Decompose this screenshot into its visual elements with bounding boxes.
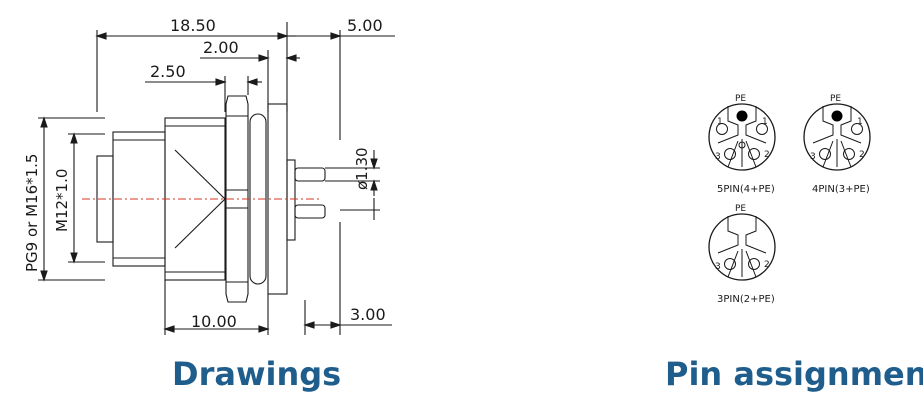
hex-chamfer-line [174, 149, 226, 200]
dim-right-label: 5.00 [347, 16, 383, 35]
thread-inner-label: M12*1.0 [53, 169, 71, 232]
pin-2 [748, 148, 760, 160]
drawings-caption: Drawings [172, 355, 342, 393]
arrow [40, 270, 48, 282]
pin-2-label: 2 [859, 150, 865, 160]
arrow [370, 158, 378, 170]
pin-3-label: 3 [715, 262, 721, 272]
keying [717, 216, 767, 278]
arrow [215, 78, 227, 86]
pin-upper [294, 167, 326, 182]
pe-label: PE [830, 94, 841, 104]
pin-2-label: 2 [764, 260, 770, 270]
arrow [277, 32, 289, 40]
pin-1-label: 1 [857, 117, 863, 127]
pin-4 [756, 123, 768, 135]
pin-3-label: 3 [715, 152, 721, 162]
pin-diagram-5pin: PE 1 1 3 2 5PIN(4+PE) [708, 94, 776, 195]
arrow [258, 325, 270, 333]
arrow [370, 179, 378, 191]
label-5pin: 5PIN(4+PE) [717, 184, 775, 195]
pin-1 [851, 123, 863, 135]
thread-outer-label: PG9 or M16*1.5 [23, 154, 41, 272]
keying [717, 106, 767, 168]
arrow [246, 78, 258, 86]
label-4pin: 4PIN(3+PE) [812, 184, 870, 195]
dim-flange-label: 2.00 [203, 38, 239, 57]
pin-2 [748, 258, 760, 270]
dim-pin-len-label: 3.00 [350, 305, 386, 324]
pin-3 [724, 258, 736, 270]
dim-overall-label: 18.50 [170, 16, 216, 35]
pin-pe [831, 110, 843, 122]
arrow [70, 252, 78, 264]
dim-pin-dia-label: ø1.30 [353, 147, 371, 190]
pe-label: PE [735, 94, 746, 104]
pin-3 [724, 148, 736, 160]
pin-diagram-4pin: PE 1 3 2 4PIN(3+PE) [803, 94, 871, 195]
connector-face [708, 213, 776, 281]
pin-assignment-caption: Pin assignment [665, 355, 923, 393]
insert [286, 159, 296, 241]
pe-label: PE [735, 204, 746, 214]
arrow [285, 54, 297, 62]
arrow [258, 54, 270, 62]
arrow [330, 32, 342, 40]
arrow [40, 116, 48, 128]
hex-nut [225, 95, 249, 303]
pin-3-label: 3 [810, 152, 816, 162]
arrow [70, 132, 78, 144]
arrow [95, 32, 107, 40]
pin-diagram-3pin: PE 3 2 3PIN(2+PE) [708, 204, 776, 305]
arrow [303, 321, 315, 329]
label-3pin: 3PIN(2+PE) [717, 294, 775, 305]
pin-1-label: 1 [717, 117, 723, 127]
pin-1 [716, 123, 728, 135]
pin-1-label: 1 [762, 117, 768, 127]
connector-face [803, 103, 871, 171]
pin-pe [736, 110, 748, 122]
dim-hex-label: 2.50 [150, 62, 186, 81]
pin-2-label: 2 [764, 150, 770, 160]
technical-drawing [38, 22, 395, 335]
pin-lower [294, 204, 326, 219]
arrow [163, 325, 175, 333]
pin-2 [843, 148, 855, 160]
hex-chamfer-line [174, 198, 226, 249]
dim-body-label: 10.00 [191, 312, 237, 331]
pin-center [738, 141, 746, 149]
arrow [330, 321, 342, 329]
keying [812, 106, 862, 168]
connector-face [708, 103, 776, 171]
pin-3 [819, 148, 831, 160]
